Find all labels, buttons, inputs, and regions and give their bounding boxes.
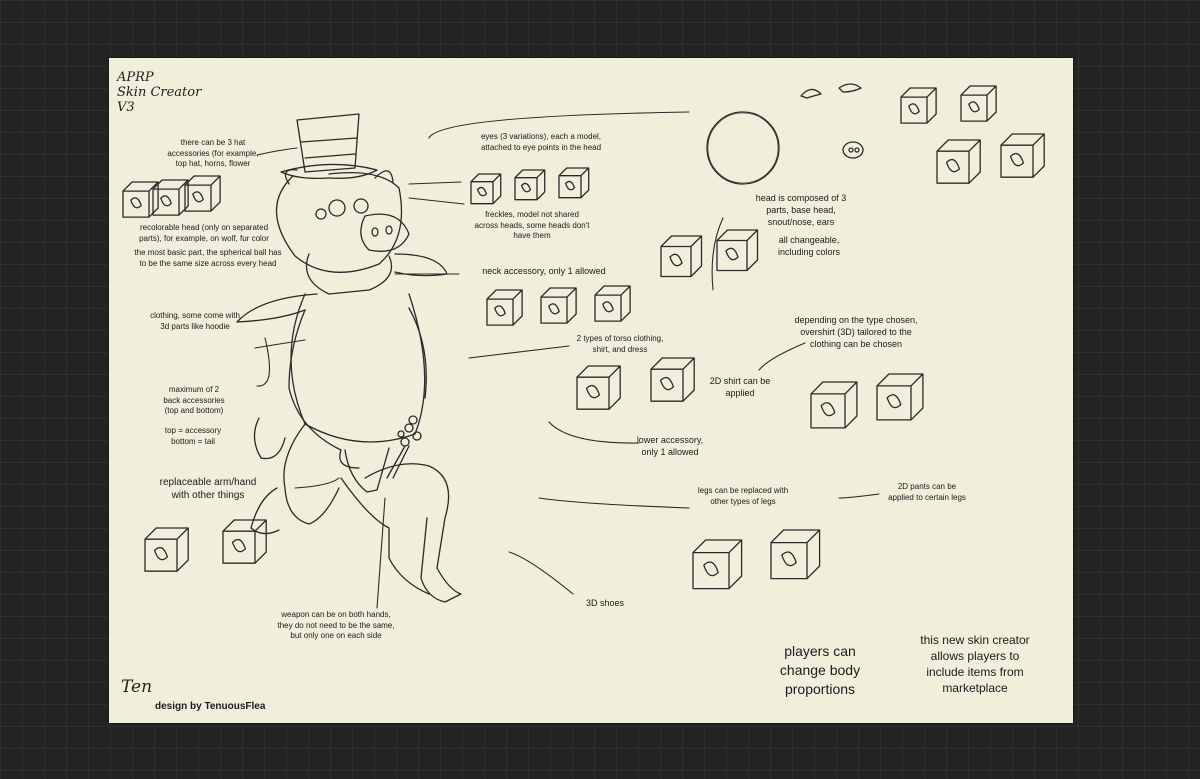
note-changeable: all changeable, including colors	[777, 235, 841, 257]
signature: Ten	[121, 677, 153, 697]
title-scrawl: APRP Skin Creator V3	[117, 70, 202, 115]
note-shoes: 3D shoes	[585, 598, 625, 608]
cube-sketch-icon	[960, 85, 997, 122]
note-legs: legs can be replaced with other types of…	[697, 486, 789, 506]
cube-sketch-icon	[594, 285, 631, 322]
cube-sketch-icon	[876, 373, 924, 421]
cube-sketch-icon	[486, 289, 523, 326]
cube-group	[122, 85, 1045, 590]
cube-sketch-icon	[692, 539, 743, 590]
leader-lines	[254, 111, 880, 609]
note-lower: lower accessory, only 1 allowed	[636, 435, 704, 457]
note-pants2d: 2D pants can be applied to certain legs	[888, 482, 966, 502]
note-clothing: clothing, some come with 3d parts like h…	[150, 311, 240, 331]
cube-sketch-icon	[770, 529, 821, 580]
cube-sketch-icon	[650, 357, 695, 402]
note-topbottom: top = accessory bottom = tail	[164, 426, 222, 446]
credit-text: design by TenuousFlea	[155, 701, 266, 712]
note-shirt2d: 2D shirt can be applied	[709, 376, 771, 398]
note-eyes: eyes (3 variations), each a model, attac…	[480, 132, 602, 152]
cube-sketch-icon	[810, 381, 858, 429]
cube-sketch-icon	[1000, 133, 1045, 178]
cube-sketch-icon	[900, 87, 937, 124]
note-hat: there can be 3 hat accessories (for exam…	[167, 138, 259, 168]
cube-sketch-icon	[144, 527, 189, 572]
note-torso: 2 types of torso clothing, shirt, and dr…	[576, 334, 664, 354]
cube-sketch-icon	[152, 179, 189, 216]
cube-sketch-icon	[514, 169, 546, 201]
note-neck: neck accessory, only 1 allowed	[482, 266, 606, 276]
note-recolor: recolorable head (only on separated part…	[139, 223, 269, 243]
note-proportions: players can change body proportions	[779, 643, 861, 697]
sketch-drawing	[122, 83, 1045, 609]
note-freckles: freckles, model not shared across heads,…	[474, 210, 590, 240]
note-head: head is composed of 3 parts, base head, …	[755, 193, 847, 227]
cube-sketch-icon	[660, 235, 703, 278]
pig-character-sketch	[236, 113, 462, 603]
note-marketplace: this new skin creator allows players to …	[920, 633, 1030, 695]
cube-sketch-icon	[558, 167, 590, 199]
base-head-sketch	[706, 111, 780, 185]
cube-sketch-icon	[716, 229, 759, 272]
note-weapon: weapon can be on both hands, they do not…	[277, 610, 395, 640]
cube-sketch-icon	[576, 365, 621, 410]
cube-sketch-icon	[222, 519, 267, 564]
sketch-board: APRP Skin Creator V3 Ten design by Tenuo…	[109, 58, 1073, 723]
note-sphere: the most basic part, the spherical ball …	[134, 248, 282, 268]
cube-sketch-icon	[540, 287, 577, 324]
note-arm: replaceable arm/hand with other things	[159, 477, 257, 501]
cube-sketch-icon	[122, 181, 159, 218]
note-overshirt: depending on the type chosen, overshirt …	[794, 315, 918, 349]
cube-sketch-icon	[470, 173, 502, 205]
cube-sketch-icon	[936, 139, 981, 184]
note-back: maximum of 2 back accessories (top and b…	[163, 385, 225, 415]
cube-sketch-icon	[184, 175, 221, 212]
ear-and-snout-parts	[800, 83, 864, 159]
